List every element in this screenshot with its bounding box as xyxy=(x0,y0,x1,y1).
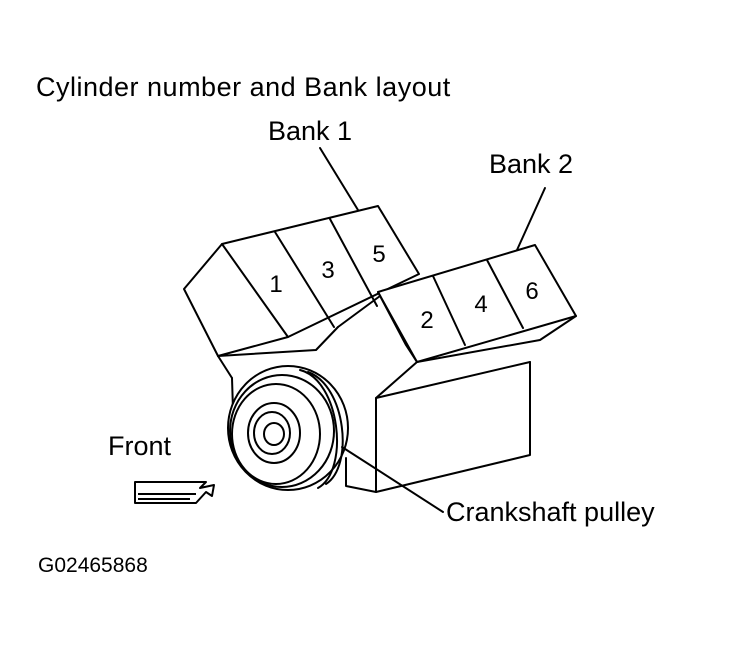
cylinder-1-label: 1 xyxy=(269,271,282,298)
front-arrow-icon xyxy=(134,481,215,504)
bank1-label: Bank 1 xyxy=(268,116,353,146)
crankshaft-pulley-label: Crankshaft pulley xyxy=(446,497,655,527)
bank2-label: Bank 2 xyxy=(489,149,574,179)
cylinder-3-label: 3 xyxy=(321,257,334,284)
figure-id: G02465868 xyxy=(38,554,148,577)
cylinder-6-label: 6 xyxy=(525,278,538,305)
crankshaft-pulley xyxy=(227,365,349,491)
cylinder-4-label: 4 xyxy=(474,291,487,318)
bank1-head xyxy=(183,205,420,357)
cylinder-numbers: 1 3 5 2 4 6 xyxy=(269,241,538,334)
front-label: Front xyxy=(108,431,172,461)
bank2-head xyxy=(377,244,577,363)
cylinder-5-label: 5 xyxy=(372,241,385,268)
crankshaft-leader xyxy=(341,446,444,513)
cylinder-2-label: 2 xyxy=(420,307,433,334)
bank2-leader xyxy=(516,187,546,251)
diagram-title: Cylinder number and Bank layout xyxy=(36,72,451,102)
engine-body xyxy=(217,295,531,493)
bank1-leader xyxy=(319,147,359,211)
